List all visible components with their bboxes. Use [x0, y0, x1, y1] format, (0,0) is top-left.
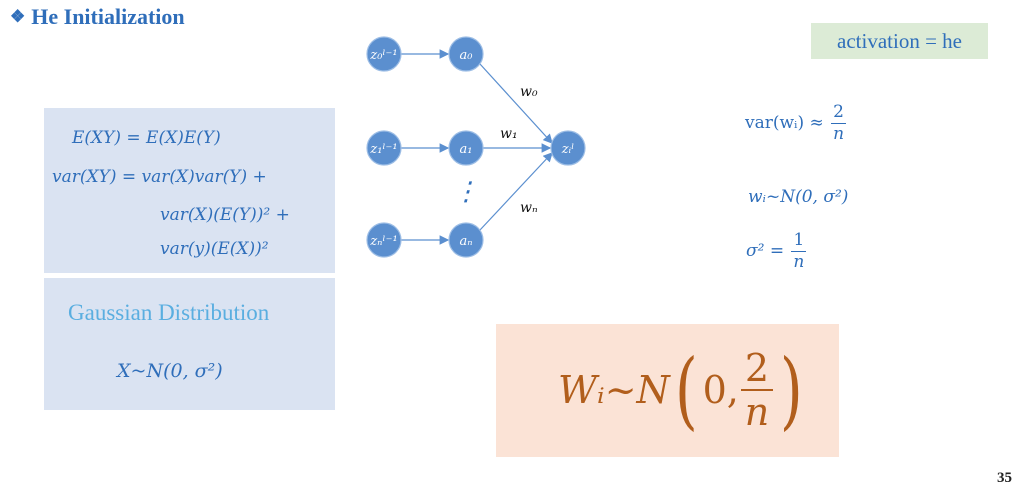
sigma-formula: σ² = 1 n	[746, 232, 808, 271]
node-a1	[448, 130, 484, 166]
result-open-paren: (	[674, 341, 698, 439]
result-zero: 0,	[702, 368, 739, 412]
gaussian-panel	[44, 278, 335, 410]
page-number: 35	[997, 470, 1012, 486]
gaussian-heading: Gaussian Distribution	[68, 300, 270, 325]
node-a1-label: a₁	[460, 142, 473, 157]
slide-title: ❖ He Initialization	[10, 4, 185, 30]
activation-badge: activation = he	[811, 23, 988, 59]
result-numerator: 2	[740, 349, 774, 391]
sigma-numerator: 1	[791, 230, 807, 252]
variance-formula-line1: var(XY) = var(X)var(Y) +	[52, 167, 267, 187]
variance-weight-formula: var(wᵢ) ≈ 2 n	[745, 104, 848, 143]
variance-formula-line2: var(X)(E(Y))² +	[160, 205, 290, 225]
weight-wn-label: wₙ	[520, 200, 538, 216]
node-a0	[448, 36, 484, 72]
weight-w0-label: w₀	[520, 84, 538, 100]
node-z1-label: z₁ˡ⁻¹	[369, 142, 397, 157]
gaussian-formula: X~N(0, σ²)	[117, 360, 223, 382]
ellipsis-dots: ⋮	[453, 177, 479, 207]
result-box	[496, 324, 839, 457]
edge-an-zi	[479, 152, 553, 231]
network-diagram: z₀ˡ⁻¹ z₁ˡ⁻¹ zₙˡ⁻¹ a₀ a₁ aₙ zᵢˡ w₀ w₁ wₙ …	[366, 36, 586, 258]
result-formula: Wᵢ~N ( 0, 2 n )	[558, 348, 808, 432]
node-zi-label: zᵢˡ	[561, 142, 575, 157]
node-zi	[550, 130, 586, 166]
variance-panel: E(XY) = E(X)E(Y) var(XY) = var(X)var(Y) …	[44, 108, 335, 273]
node-a0-label: a₀	[460, 48, 474, 63]
variance-weight-lhs: var(wᵢ) ≈	[745, 113, 824, 133]
node-zn	[366, 222, 402, 258]
node-z1	[366, 130, 402, 166]
weight-w1-label: w₁	[500, 126, 518, 142]
expectation-formula: E(XY) = E(X)E(Y)	[72, 128, 221, 148]
edge-a0-zi	[479, 63, 553, 144]
variance-formula-line3: var(y)(E(X))²	[160, 239, 269, 259]
weight-distribution-formula: wᵢ~N(0, σ²)	[748, 187, 849, 207]
node-an-label: aₙ	[459, 234, 472, 249]
result-denominator: n	[744, 390, 770, 434]
node-an	[448, 222, 484, 258]
result-lhs: Wᵢ~N	[558, 368, 670, 412]
title-text: He Initialization	[31, 4, 185, 29]
result-fraction: 2 n	[740, 349, 774, 434]
node-zn-label: zₙˡ⁻¹	[369, 234, 397, 249]
diamond-bullet-icon: ❖	[10, 7, 26, 26]
sigma-denominator: n	[793, 252, 805, 272]
sigma-fraction: 1 n	[791, 230, 807, 272]
result-close-paren: )	[779, 341, 803, 439]
sigma-lhs: σ² =	[746, 241, 785, 261]
node-z0	[366, 36, 402, 72]
variance-weight-fraction: 2 n	[831, 104, 846, 143]
variance-weight-numerator: 2	[831, 102, 846, 124]
variance-weight-denominator: n	[833, 124, 845, 144]
node-z0-label: z₀ˡ⁻¹	[369, 48, 397, 63]
